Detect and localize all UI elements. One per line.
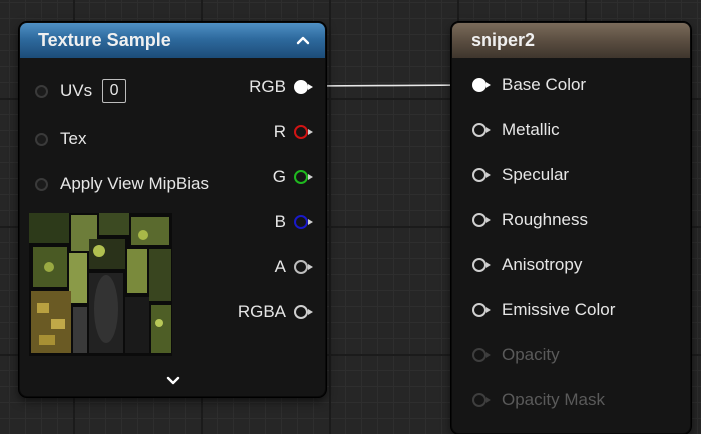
input-anisotropy[interactable]: Anisotropy bbox=[472, 255, 582, 275]
output-label: G bbox=[272, 167, 286, 186]
output-a[interactable]: A bbox=[274, 257, 313, 277]
output-label: RGB bbox=[249, 77, 286, 96]
input-label: Opacity bbox=[502, 345, 560, 364]
input-apply-view-mipbias[interactable]: Apply View MipBias bbox=[35, 174, 209, 194]
output-pin-icon[interactable] bbox=[294, 125, 313, 139]
input-pin-icon[interactable] bbox=[35, 177, 48, 191]
input-opacity: Opacity bbox=[472, 345, 560, 365]
chevron-down-icon[interactable] bbox=[165, 373, 181, 389]
output-rgb[interactable]: RGB bbox=[249, 77, 313, 97]
output-label: R bbox=[273, 122, 286, 141]
input-specular[interactable]: Specular bbox=[472, 165, 569, 185]
input-pin-icon[interactable] bbox=[35, 84, 48, 98]
output-pin-icon[interactable] bbox=[294, 260, 313, 274]
node-title: sniper2 bbox=[471, 30, 536, 50]
input-pin-icon[interactable] bbox=[472, 258, 491, 272]
input-pin-icon[interactable] bbox=[472, 303, 491, 317]
output-pin-icon[interactable] bbox=[294, 80, 313, 94]
texture-sample-node[interactable]: Texture Sample UVs 0 Tex Apply View MipB… bbox=[19, 22, 326, 397]
input-pin-icon[interactable] bbox=[472, 78, 491, 92]
input-base-color[interactable]: Base Color bbox=[472, 75, 586, 95]
input-label: Anisotropy bbox=[502, 255, 583, 274]
output-b[interactable]: B bbox=[274, 212, 313, 232]
output-g[interactable]: G bbox=[272, 167, 313, 187]
input-label: UVs bbox=[60, 81, 93, 100]
input-label: Apply View MipBias bbox=[60, 174, 209, 193]
texture-sample-header[interactable]: Texture Sample bbox=[20, 23, 325, 58]
material-node-header[interactable]: sniper2 bbox=[452, 23, 690, 58]
input-label: Emissive Color bbox=[502, 300, 616, 319]
input-label: Metallic bbox=[502, 120, 560, 139]
output-label: A bbox=[274, 257, 286, 276]
input-pin-icon[interactable] bbox=[472, 168, 491, 182]
output-pin-icon[interactable] bbox=[294, 305, 313, 319]
input-uvs[interactable]: UVs 0 bbox=[35, 79, 127, 103]
material-result-node[interactable]: sniper2 Base Color Metallic Specular Rou… bbox=[451, 22, 691, 434]
output-pin-icon[interactable] bbox=[294, 215, 313, 229]
output-label: B bbox=[274, 212, 286, 231]
input-emissive-color[interactable]: Emissive Color bbox=[472, 300, 615, 320]
input-label: Base Color bbox=[502, 75, 587, 94]
input-tex[interactable]: Tex bbox=[35, 129, 86, 149]
input-label: Tex bbox=[60, 129, 87, 148]
chevron-up-icon[interactable] bbox=[295, 32, 311, 48]
input-label: Specular bbox=[502, 165, 570, 184]
output-rgba[interactable]: RGBA bbox=[237, 302, 313, 322]
input-label: Roughness bbox=[502, 210, 589, 229]
input-opacity-mask: Opacity Mask bbox=[472, 390, 605, 410]
input-pin-icon[interactable] bbox=[472, 213, 491, 227]
texture-preview-thumbnail bbox=[29, 213, 172, 356]
input-pin-icon bbox=[472, 348, 491, 362]
output-label: RGBA bbox=[237, 302, 286, 321]
input-pin-icon[interactable] bbox=[472, 123, 491, 137]
output-pin-icon[interactable] bbox=[294, 170, 313, 184]
input-roughness[interactable]: Roughness bbox=[472, 210, 588, 230]
input-pin-icon bbox=[472, 393, 491, 407]
input-metallic[interactable]: Metallic bbox=[472, 120, 560, 140]
node-title: Texture Sample bbox=[38, 30, 171, 50]
input-label: Opacity Mask bbox=[502, 390, 605, 409]
output-r[interactable]: R bbox=[273, 122, 313, 142]
uvs-value-field[interactable]: 0 bbox=[102, 79, 127, 103]
input-pin-icon[interactable] bbox=[35, 132, 48, 146]
